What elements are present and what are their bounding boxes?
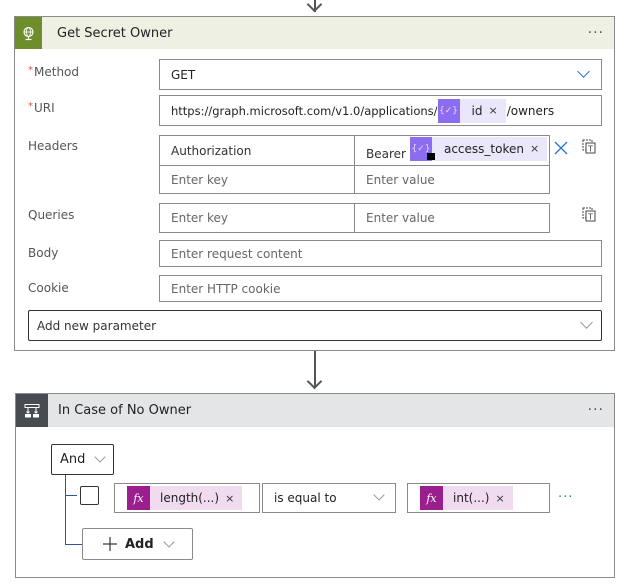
headers-table: Authorization Bearer {✓} access_token × … [159, 135, 550, 194]
queries-table: Enter key Enter value [159, 203, 550, 233]
arrow-down-icon [306, 0, 323, 13]
condition-card: In Case of No Owner ··· And fx length(..… [15, 393, 615, 578]
condition-row-checkbox[interactable] [80, 486, 99, 505]
chevron-down-icon [373, 489, 385, 501]
delete-header-button[interactable] [554, 141, 568, 155]
card-title: In Case of No Owner [58, 403, 192, 418]
chevron-down-icon [577, 65, 590, 78]
condition-icon [16, 394, 48, 427]
fx-icon: fx [127, 486, 150, 510]
flow-connector [314, 351, 316, 388]
header-new-value-input[interactable]: Enter value [366, 173, 435, 187]
condition-left-operand[interactable]: fx length(...) × [114, 483, 260, 513]
remove-token-button[interactable]: × [488, 104, 498, 117]
dynamic-content-token[interactable]: {✓} id × [437, 98, 506, 123]
expression-token[interactable]: fx int(...) × [420, 486, 513, 510]
headers-label: Headers [28, 139, 78, 153]
cookie-label: Cookie [28, 281, 69, 295]
svg-text:T: T [587, 145, 593, 154]
plus-icon [103, 537, 117, 551]
query-key-input[interactable]: Enter key [171, 211, 229, 225]
method-label: *Method [28, 65, 80, 79]
arrow-down-icon [306, 373, 323, 390]
group-operator-dropdown[interactable]: And [51, 444, 114, 475]
cookie-input[interactable]: Enter HTTP cookie [159, 275, 602, 302]
tree-connector [65, 544, 83, 545]
uri-label: *URI [28, 101, 55, 115]
more-options-button[interactable]: ··· [587, 25, 604, 41]
condition-operator-select[interactable]: is equal to [262, 483, 396, 513]
expression-token[interactable]: fx length(...) × [127, 486, 243, 510]
query-value-input[interactable]: Enter value [366, 211, 435, 225]
http-action-header[interactable]: Get Secret Owner ··· [15, 17, 614, 49]
globe-icon [15, 17, 42, 49]
tree-connector [65, 475, 66, 545]
tree-connector [65, 495, 77, 496]
remove-token-button[interactable]: × [495, 491, 505, 505]
lock-icon [426, 152, 435, 160]
condition-right-operand[interactable]: fx int(...) × [407, 483, 550, 513]
method-select[interactable]: GET [159, 59, 602, 90]
chevron-down-icon [94, 451, 106, 463]
card-title: Get Secret Owner [57, 25, 173, 41]
header-value-input[interactable]: Bearer {✓} access_token × [355, 136, 550, 165]
uri-input[interactable]: https://graph.microsoft.com/v1.0/applica… [159, 95, 602, 126]
fx-icon: fx [420, 486, 443, 510]
switch-to-text-mode-icon[interactable]: T [582, 207, 596, 222]
add-condition-button[interactable]: Add [82, 528, 193, 560]
add-new-parameter-dropdown[interactable]: Add new parameter [28, 310, 602, 341]
remove-token-button[interactable]: × [225, 491, 235, 505]
condition-header[interactable]: In Case of No Owner ··· [16, 394, 614, 427]
dynamic-content-token[interactable]: {✓} access_token × [409, 136, 548, 161]
header-key-input[interactable]: Authorization [171, 143, 252, 158]
body-input[interactable]: Enter request content [159, 240, 602, 267]
queries-label: Queries [28, 208, 75, 222]
flow-connector-top [314, 0, 316, 12]
expression-icon: {✓} [437, 98, 460, 123]
http-action-card: Get Secret Owner ··· *Method GET *URI ht… [14, 16, 615, 351]
remove-token-button[interactable]: × [529, 142, 540, 155]
more-options-button[interactable]: ··· [587, 402, 604, 418]
switch-to-text-mode-icon[interactable]: T [582, 139, 596, 154]
row-more-options-button[interactable]: ··· [558, 490, 574, 505]
chevron-down-icon [580, 316, 593, 329]
chevron-down-icon [163, 536, 175, 548]
svg-text:T: T [587, 213, 593, 222]
header-new-key-input[interactable]: Enter key [171, 173, 229, 187]
body-label: Body [28, 246, 59, 260]
expression-icon: {✓} [409, 136, 435, 161]
